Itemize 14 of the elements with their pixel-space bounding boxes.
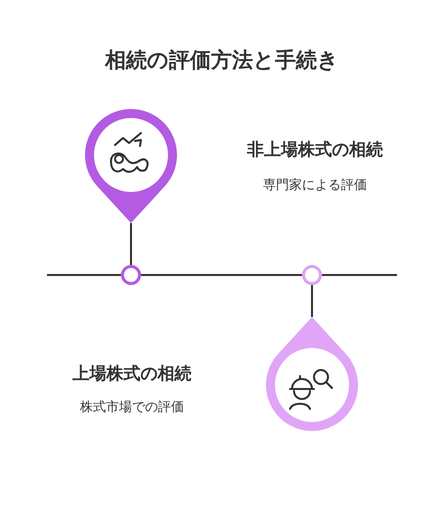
timeline-marker — [121, 265, 141, 285]
map-pin — [85, 109, 177, 223]
timeline-line — [47, 274, 121, 276]
heading-text: 上場株式の相続 — [72, 363, 192, 385]
map-pin — [266, 317, 358, 431]
timeline-marker — [302, 265, 322, 285]
heading-text: 非上場株式の相続 — [246, 139, 384, 161]
timeline-line — [311, 285, 313, 317]
description-text: 株式市場での評価 — [79, 399, 185, 416]
title-text: 相続の評価方法と手続き — [104, 47, 340, 74]
timeline-line — [141, 274, 302, 276]
timeline-line — [322, 274, 397, 276]
description-text: 専門家による評価 — [262, 177, 368, 194]
timeline-line — [130, 223, 132, 265]
